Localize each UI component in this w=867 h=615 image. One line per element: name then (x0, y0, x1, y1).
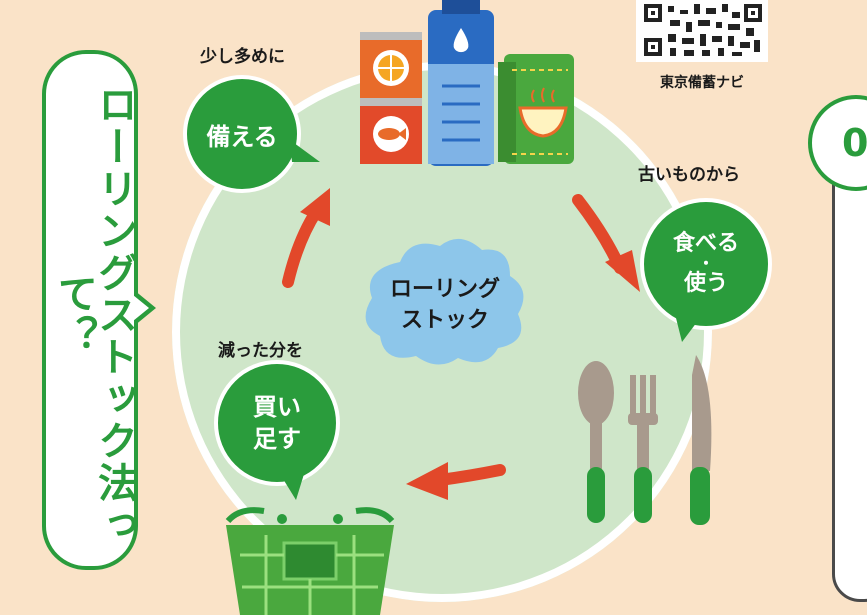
cutlery-icon (578, 355, 712, 525)
center-label: ローリング ストック (360, 274, 530, 336)
center-cloud: ローリング ストック (360, 232, 530, 370)
step-prepare-bubble: 備える (183, 75, 301, 193)
water-bottle-icon (428, 0, 494, 166)
center-label-line2: ストック (400, 308, 489, 333)
step-buy-caption: 減った分を (218, 341, 303, 361)
step-prepare-caption: 少し多めに (200, 47, 285, 67)
step-eat-line2: 使う (683, 271, 728, 296)
step-eat-caption: 古いものから (638, 165, 740, 185)
right-panel (832, 112, 867, 602)
step-eat-dot: ・ (697, 254, 714, 273)
basket-icon (225, 507, 395, 615)
center-label-line1: ローリング (389, 277, 500, 302)
step-eat-tail (676, 318, 700, 342)
cloud-shape (365, 238, 524, 365)
right-panel-number: 0 (842, 121, 867, 165)
step-eat-bubble: 食べる ・ 使う (640, 198, 772, 330)
step-buy-line1: 買い (253, 393, 301, 421)
qr-code-icon[interactable] (636, 0, 768, 62)
canned-food-icon (360, 32, 422, 164)
title-callout: ローリングストック法って？ (42, 50, 138, 570)
step-prepare-tail (290, 140, 320, 162)
step-buy-line2: 足す (253, 425, 301, 453)
title-callout-text: ローリングストック法って？ (51, 84, 137, 546)
step-eat-line1: 食べる (672, 231, 739, 256)
arrow-buy-to-prepare (282, 188, 330, 288)
arrow-prepare-to-eat (572, 194, 640, 292)
qr-label: 東京備蓄ナビ (660, 75, 744, 91)
arrow-eat-to-buy (406, 462, 506, 500)
step-prepare-label: 備える (206, 122, 278, 151)
food-pouch-icon (498, 54, 574, 164)
step-buy-bubble: 買い 足す (214, 360, 340, 486)
step-buy-tail (280, 474, 304, 500)
